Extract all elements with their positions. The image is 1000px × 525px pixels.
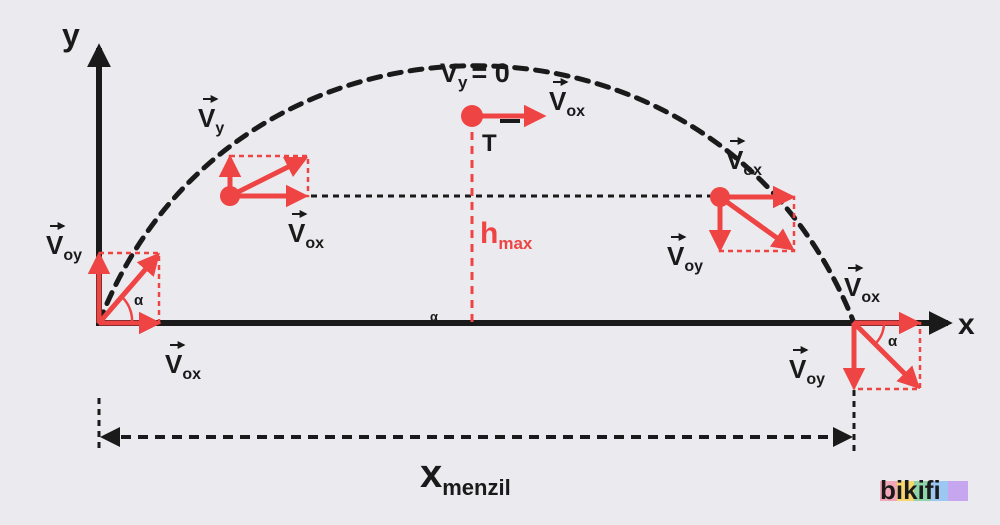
svg-text:Vox: Vox [549, 86, 585, 120]
apex-point-label: T [482, 130, 497, 157]
rising-vox-label: Vox [288, 210, 324, 252]
v-symbol: V [844, 272, 862, 302]
descending-vectors [708, 185, 796, 253]
v-sub: y [215, 120, 224, 137]
v-symbol: V [549, 86, 567, 116]
range-symbol: x [420, 452, 442, 496]
logo-color-block-2 [897, 481, 915, 501]
descending-velocity-arrow [718, 194, 795, 251]
v-sub: ox [861, 289, 880, 306]
v-sub: ox [566, 103, 585, 120]
landing-angle-label: α [888, 333, 898, 350]
v-symbol: V [726, 145, 744, 175]
svg-text:Vy: Vy [198, 103, 224, 137]
v-sub: oy [63, 247, 82, 264]
landing-velocity-arrow [852, 321, 921, 390]
launch-vox-label: Vox [165, 341, 201, 383]
rising-vy-label: Vy [198, 95, 224, 137]
v-sub: ox [305, 235, 324, 252]
apex-point [461, 105, 483, 127]
apex-vox-label: Vox [549, 78, 585, 120]
brand-name: bikifi [880, 475, 941, 505]
range-sub: menzil [442, 475, 510, 500]
svg-text:Vox: Vox [844, 272, 880, 306]
launch-velocity-arrow [97, 252, 160, 325]
logo-color-block-4 [931, 481, 949, 501]
landing-angle-arc [874, 322, 886, 345]
svg-text:Voy: Voy [667, 241, 703, 275]
vy-value: = 0 [471, 58, 509, 88]
v-symbol: V [198, 103, 216, 133]
ground-angle-label: α [430, 309, 438, 324]
h-symbol: h [480, 217, 498, 250]
svg-text:Voy: Voy [46, 230, 82, 264]
h-sub: max [498, 234, 533, 253]
logo-color-block-1 [880, 481, 898, 501]
svg-text:Vox: Vox [165, 349, 201, 383]
v-symbol: V [440, 58, 458, 88]
v-symbol: V [165, 349, 183, 379]
y-axis-label: y [62, 17, 80, 53]
rising-point [220, 186, 240, 206]
landing-component-box [852, 321, 922, 391]
landing-voy-label: Voy [789, 346, 825, 388]
bikifi-logo: bikifi [880, 475, 968, 505]
v-sub: ox [743, 162, 762, 179]
apex-vy-zero-label: Vy= 0 [440, 58, 510, 92]
launch-vectors: α [87, 251, 162, 335]
x-axis-label: x [958, 308, 975, 341]
launch-angle-arc [121, 296, 134, 324]
v-symbol: V [46, 230, 64, 260]
v-sub: ox [182, 366, 201, 383]
launch-angle-label: α [134, 292, 144, 309]
svg-text:Vox: Vox [288, 218, 324, 252]
v-symbol: V [667, 241, 685, 271]
svg-text:Vox: Vox [726, 145, 762, 179]
v-sub: oy [806, 371, 825, 388]
logo-color-block-3 [914, 481, 932, 501]
descending-voy-label: Voy [667, 233, 703, 275]
range-label: xmenzil [420, 452, 511, 500]
landing-vectors: α [842, 311, 922, 391]
svg-text:Voy: Voy [789, 354, 825, 388]
v-symbol: V [789, 354, 807, 384]
logo-color-block-5 [948, 481, 968, 501]
rising-velocity-arrow [228, 156, 309, 199]
apex-vectors [461, 104, 547, 128]
landing-vox-label: Vox [844, 264, 880, 306]
descending-vox-label: Vox [726, 137, 762, 179]
rising-vectors [218, 154, 310, 208]
v-sub: y [458, 73, 468, 92]
max-height-label: hmax [480, 217, 533, 253]
descending-point [710, 187, 730, 207]
v-sub: oy [684, 258, 703, 275]
v-symbol: V [288, 218, 306, 248]
launch-voy-label: Voy [46, 222, 82, 264]
